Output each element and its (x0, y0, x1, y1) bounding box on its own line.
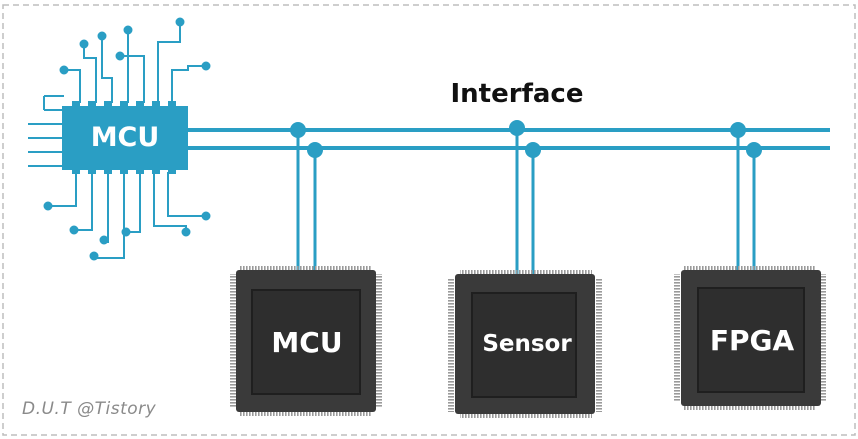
bus-junctions (290, 120, 762, 158)
device-mcu-label: MCU (271, 326, 342, 359)
device-mcu-chip: MCU (230, 266, 382, 416)
device-fpga-label: FPGA (710, 324, 795, 357)
watermark: D.U.T @Tistory (22, 399, 157, 419)
junction-dot (730, 122, 746, 138)
junction-dot (746, 142, 762, 158)
device-sensor-chip: Sensor (448, 270, 602, 418)
diagram-title: Interface (451, 79, 584, 109)
diagram-border (2, 4, 856, 436)
host-mcu-chip (62, 106, 188, 170)
junction-dot (509, 120, 525, 136)
device-fpga-chip: FPGA (674, 266, 826, 410)
junction-dot (290, 122, 306, 138)
device-sensor-label: Sensor (482, 331, 572, 357)
host-mcu-leads (72, 101, 176, 174)
junction-dot (307, 142, 323, 158)
host-mcu-label: MCU (91, 122, 160, 153)
bus-drops (296, 130, 756, 276)
junction-dot (525, 142, 541, 158)
host-mcu-pins (28, 17, 211, 261)
